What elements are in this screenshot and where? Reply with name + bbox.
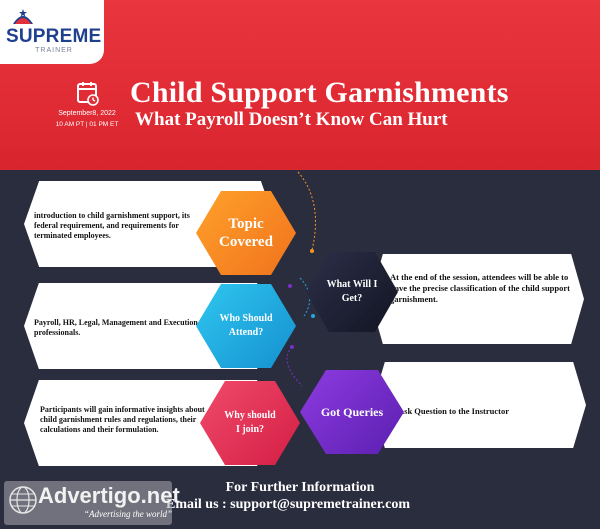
watermark-name: Advertigo.net — [38, 483, 180, 508]
queries-text: Ask Question to the Instructor — [398, 406, 509, 416]
queries-hex-badge: Got Queries — [300, 370, 404, 454]
get-hex-badge: What Will I Get? — [306, 252, 398, 332]
calendar-icon — [77, 82, 99, 106]
logo[interactable]: SUPREME TRAINER — [0, 0, 104, 64]
get-label-line2: Get? — [341, 293, 363, 304]
get-text: At the end of the session, attendees wil… — [390, 272, 570, 304]
join-label-line2: I join? — [235, 424, 265, 435]
join-label-line1: Why should — [224, 410, 276, 421]
queries-panel — [372, 362, 586, 448]
star-flag-icon — [13, 9, 33, 24]
topic-label-line2: Covered — [219, 234, 273, 250]
header-zigzag-edge — [0, 150, 600, 168]
watermark-tagline: “Advertising the world” — [84, 509, 173, 519]
event-date: September8, 2022 — [58, 110, 116, 117]
footer-email[interactable]: Email us : support@supremetrainer.com — [166, 497, 411, 512]
page-title: Child Support Garnishments — [130, 76, 509, 109]
header-banner: SUPREME TRAINER September8, 2022 10 AM P… — [0, 0, 600, 170]
event-time: 10 AM PT | 01 PM ET — [55, 121, 119, 128]
logo-name: SUPREME — [6, 26, 102, 47]
topic-label-line1: Topic — [228, 216, 264, 232]
logo-subtitle: TRAINER — [35, 47, 73, 54]
page-subtitle: What Payroll Doesn’t Know Can Hurt — [135, 109, 448, 130]
globe-icon — [9, 486, 37, 514]
footer-info: For Further Information — [225, 480, 375, 495]
get-panel — [370, 254, 584, 344]
topic-text: introduction to child garnishment suppor… — [34, 211, 190, 240]
watermark[interactable]: Advertigo.net “Advertising the world” — [4, 481, 180, 525]
queries-label: Got Queries — [320, 404, 384, 419]
join-text: Participants will gain informative insig… — [40, 405, 205, 434]
attend-label-line2: Attend? — [228, 327, 264, 338]
get-label-line1: What Will I — [326, 279, 378, 290]
attend-label-line1: Who Should — [219, 313, 273, 324]
attend-text: Payroll, HR, Legal, Management and Execu… — [34, 318, 198, 337]
